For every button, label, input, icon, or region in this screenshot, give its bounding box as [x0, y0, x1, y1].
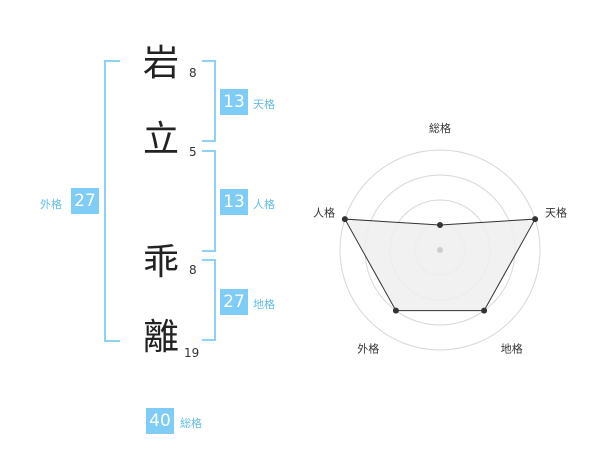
tenkaku-label: 天格: [253, 98, 275, 111]
radar-point: [341, 216, 348, 223]
name-char-3-strokes: 8: [189, 263, 197, 277]
jinkaku-badge: 13: [220, 189, 248, 215]
name-char-1-strokes: 8: [189, 66, 197, 80]
soukaku-label: 総格: [180, 417, 202, 430]
radar-point: [532, 216, 539, 223]
radar-polygon: [344, 218, 536, 312]
gaikaku-bracket: [104, 60, 120, 342]
jinkaku-bracket: [202, 150, 216, 252]
radar-ring: [339, 149, 541, 351]
chikaku-label: 地格: [253, 298, 275, 311]
radar-axis-label: 総格: [429, 121, 451, 135]
soukaku-badge: 40: [146, 408, 174, 434]
name-char-3: 乖: [143, 242, 180, 283]
radar-point: [437, 222, 443, 228]
name-char-2-strokes: 5: [189, 145, 197, 159]
jinkaku-label: 人格: [253, 198, 275, 211]
radar-axis-label: 地格: [501, 342, 523, 356]
radar-point: [481, 307, 488, 314]
name-char-1: 岩: [143, 43, 180, 84]
radar-axis-label: 人格: [313, 205, 335, 219]
tenkaku-badge: 13: [220, 89, 248, 115]
radar-axis-label: 天格: [545, 205, 567, 219]
tenkaku-bracket: [202, 60, 216, 142]
radar-point: [392, 307, 399, 314]
radar-axis-label: 外格: [357, 342, 379, 356]
name-char-4: 離: [143, 317, 180, 358]
name-char-4-strokes: 19: [184, 346, 200, 360]
gaikaku-badge: 27: [71, 188, 99, 214]
radar-center-dot: [437, 247, 443, 253]
name-char-2: 立: [143, 119, 180, 160]
chikaku-badge: 27: [220, 289, 248, 315]
gaikaku-label: 外格: [40, 198, 62, 211]
chikaku-bracket: [202, 259, 216, 341]
